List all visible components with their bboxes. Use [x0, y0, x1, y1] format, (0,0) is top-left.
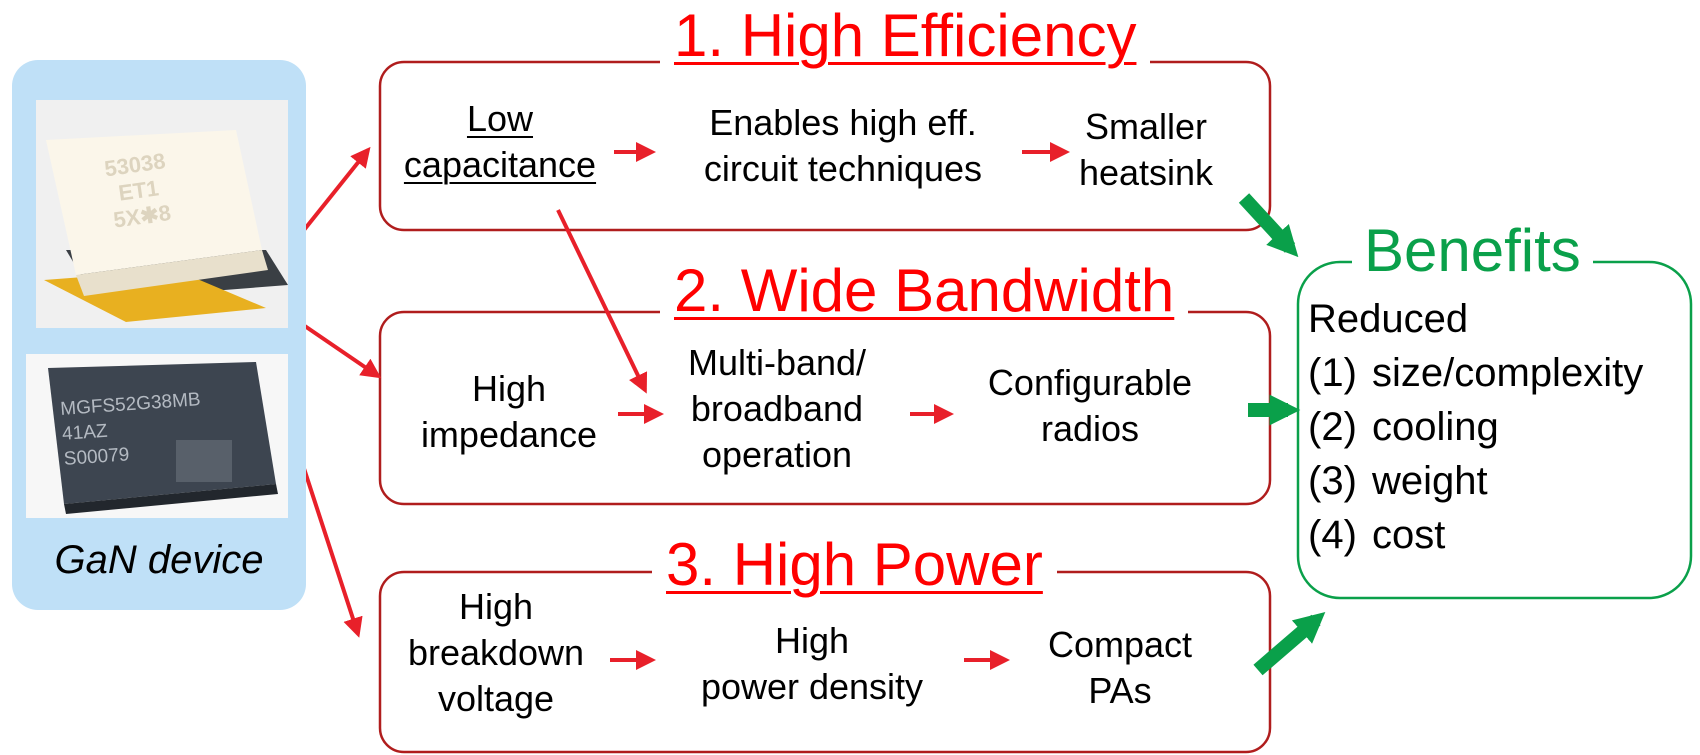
node-low-capacitance: Low capacitance [385, 96, 615, 188]
ceramic-package-image [36, 100, 288, 328]
node-high-eff-circuits: Enables high eff. circuit techniques [668, 100, 1018, 192]
benefit-number: (1) [1308, 351, 1357, 395]
node-line: Compact [1047, 624, 1193, 665]
gan-chip-photo-qfn: MGFS52G38MB 41AZ S00079 [26, 354, 288, 518]
benefit-item: (1) size/complexity [1308, 346, 1643, 400]
node-line: Enables high eff. [709, 102, 977, 143]
benefit-number: (2) [1308, 405, 1357, 449]
node-line: voltage [437, 678, 555, 719]
benefits-intro: Reduced [1308, 297, 1469, 341]
node-compact-pas: Compact PAs [1010, 622, 1230, 714]
node-line: Low [466, 98, 534, 139]
node-line: capacitance [403, 144, 597, 185]
section-title-power: 3. High Power [652, 532, 1057, 598]
node-breakdown-voltage: High breakdown voltage [384, 584, 608, 722]
section-title-bandwidth: 2. Wide Bandwidth [660, 258, 1189, 324]
node-line: radios [1040, 408, 1140, 449]
node-line: breakdown [407, 632, 585, 673]
node-line: impedance [420, 414, 598, 455]
arrow-device-to-power [294, 443, 363, 638]
qfn-package-image [26, 354, 288, 518]
section-title-efficiency: 1. High Efficiency [660, 3, 1151, 69]
node-line: Multi-band/ [687, 342, 867, 383]
benefit-text: weight [1372, 459, 1488, 503]
benefits-title: Benefits [1352, 218, 1593, 284]
node-line: PAs [1088, 670, 1152, 711]
arrow-device-to-efficiency [294, 146, 371, 242]
node-line: heatsink [1078, 152, 1214, 193]
arrow-device-to-bandwidth [294, 318, 382, 379]
node-line: operation [701, 434, 853, 475]
benefit-text: cost [1372, 513, 1446, 557]
node-line: circuit techniques [703, 148, 983, 189]
node-line: High [471, 368, 547, 409]
arrow-eff-to-bandwidth [556, 209, 648, 394]
benefit-item: (3) weight [1308, 454, 1643, 508]
node-line: Configurable [987, 362, 1193, 403]
node-line: broadband [690, 388, 864, 429]
benefit-number: (4) [1308, 513, 1357, 557]
node-line: High [458, 586, 534, 627]
arrow-power-to-benefits [1253, 611, 1326, 676]
gan-chip-photo-ceramic: 53038 ET1 5X✱8 [36, 100, 288, 328]
node-line: High [774, 620, 850, 661]
node-multiband-operation: Multi-band/ broadband operation [662, 340, 892, 478]
node-configurable-radios: Configurable radios [960, 360, 1220, 452]
benefit-text: cooling [1372, 405, 1499, 449]
benefits-list: Reduced (1) size/complexity (2) cooling … [1308, 292, 1643, 562]
node-high-impedance: High impedance [396, 366, 622, 458]
node-line: Smaller [1084, 106, 1208, 147]
benefit-item: (2) cooling [1308, 400, 1643, 454]
arrow-efficiency-to-benefits [1238, 193, 1299, 258]
device-label: GaN device [54, 538, 264, 582]
node-high-power-density: High power density [662, 618, 962, 710]
benefit-number: (3) [1308, 459, 1357, 503]
benefit-text: size/complexity [1372, 351, 1644, 395]
node-line: power density [700, 666, 924, 707]
benefit-item: (4) cost [1308, 508, 1643, 562]
node-smaller-heatsink: Smaller heatsink [1066, 104, 1226, 196]
